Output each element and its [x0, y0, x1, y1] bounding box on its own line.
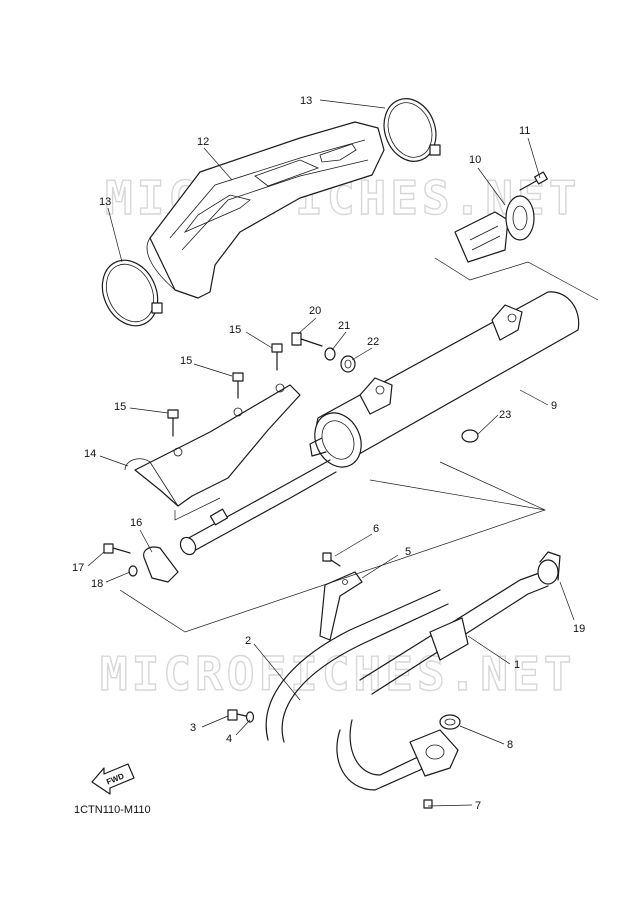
part-15-bolt-b	[232, 372, 244, 399]
callout-16: 16	[130, 517, 142, 529]
callout-15-b: 15	[180, 355, 192, 367]
part-9-muffler	[309, 291, 580, 468]
callout-18: 18	[91, 578, 103, 590]
callout-13-upper: 13	[300, 95, 312, 107]
callout-22: 22	[367, 336, 379, 348]
callout-1: 1	[514, 659, 520, 671]
callout-10: 10	[469, 154, 481, 166]
part-12-heat-protector	[146, 121, 385, 299]
callout-4: 4	[226, 733, 232, 745]
part-4-washer	[245, 711, 255, 723]
part-19-gasket	[537, 551, 561, 585]
callout-14: 14	[84, 448, 96, 460]
assembly-frame-lines	[119, 257, 599, 633]
fwd-arrow-icon: FWD	[91, 763, 135, 795]
part-2-exhaust-pipe	[265, 589, 451, 791]
part-5-bracket	[319, 571, 363, 641]
callout-17: 17	[72, 562, 84, 574]
part-20-bolt	[291, 332, 323, 347]
diagram-code: 1CTN110-M110	[74, 804, 151, 816]
part-22-grommet	[340, 355, 356, 373]
callout-21: 21	[338, 320, 350, 332]
callout-5: 5	[405, 546, 411, 558]
callout-15-c: 15	[114, 401, 126, 413]
part-23-collar	[461, 429, 479, 443]
part-7-flange	[409, 729, 459, 809]
part-18-washer	[128, 565, 138, 577]
callout-13-lower: 13	[99, 196, 111, 208]
joint-pipe	[179, 459, 337, 556]
callout-8: 8	[507, 739, 513, 751]
part-13-clamp-upper	[383, 98, 441, 162]
callout-19: 19	[573, 623, 585, 635]
part-14-lower-protector	[124, 383, 301, 507]
callout-7: 7	[475, 800, 481, 812]
part-1-exhaust-pipe	[359, 571, 549, 695]
callout-15-a: 15	[229, 324, 241, 336]
part-10-spark-arrester	[454, 195, 535, 263]
callout-12: 12	[197, 136, 209, 148]
leader-lines	[87, 99, 575, 807]
callout-11: 11	[519, 125, 530, 137]
callout-23: 23	[499, 409, 511, 421]
part-17-bolt	[103, 543, 131, 554]
callout-9: 9	[551, 400, 557, 412]
callout-3: 3	[190, 722, 196, 734]
part-8-gasket	[439, 714, 461, 730]
part-15-bolt-a	[271, 343, 283, 371]
part-6-bolt	[322, 552, 341, 567]
callout-20: 20	[309, 305, 321, 317]
part-3-bolt	[227, 709, 247, 721]
part-15-bolt-c	[167, 409, 179, 437]
part-21-washer	[324, 347, 336, 361]
callout-2: 2	[245, 635, 251, 647]
part-16-clamp	[143, 546, 179, 583]
watermark-bottom: MICROFICHES.NET	[100, 647, 575, 701]
part-13-clamp-lower	[101, 259, 163, 327]
callout-6: 6	[373, 523, 379, 535]
